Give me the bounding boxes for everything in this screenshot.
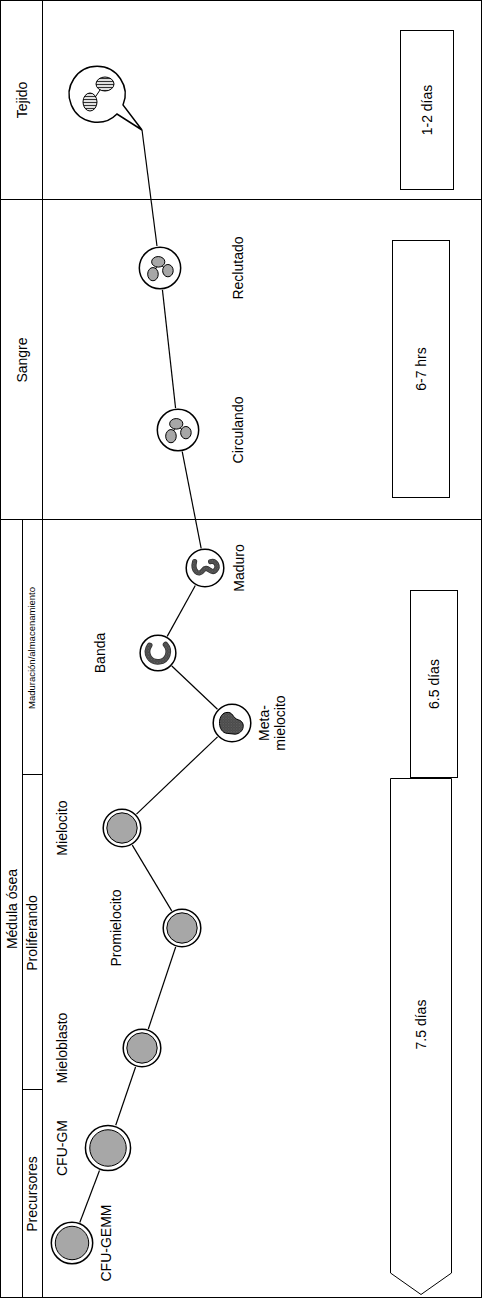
table-header: Precursores — [25, 1156, 39, 1231]
lineage-line — [182, 452, 201, 549]
table-header: Maduración/almacenamiento — [27, 587, 37, 709]
duration-text: 1-2 días — [419, 85, 435, 136]
duration-text: 6-7 hrs — [413, 347, 429, 391]
cell-node: CFU-GM — [84, 1124, 132, 1172]
cell-label: CFU-GEMM — [98, 1205, 114, 1282]
cell-shape — [84, 1124, 132, 1172]
cell-label: Maduro — [231, 544, 247, 591]
cell-node: Circulando — [156, 408, 200, 452]
duration-text: 7.5 días — [413, 1000, 429, 1050]
cell-shape — [138, 246, 182, 290]
cell-node: Mieloblasto — [122, 1028, 162, 1068]
cell-node: Mielocito — [102, 808, 142, 848]
table-header: Sangre — [15, 337, 29, 382]
cell-node: CFU-GEMM — [50, 1221, 94, 1265]
cell-label: Meta- mielocito — [256, 690, 288, 756]
cell-node: Reclutado — [138, 246, 182, 290]
cell-shape — [102, 808, 142, 848]
lineage-line — [162, 290, 175, 408]
duration-arrow: 7.5 días — [390, 778, 452, 1295]
lineage-line — [132, 845, 171, 911]
lineage-line — [80, 1170, 100, 1222]
lineage-line — [148, 947, 175, 1029]
cell-shape — [162, 908, 202, 948]
cell-shape — [185, 548, 225, 588]
table-header: Médula ósea — [5, 869, 19, 949]
cell-label: CFU-GM — [54, 1120, 70, 1176]
cell-label: Mielocito — [54, 800, 70, 855]
cell-node: Meta- mielocito — [212, 703, 252, 743]
cell-shape — [139, 634, 177, 672]
cell-shape — [212, 703, 252, 743]
duration-box: 1-2 días — [400, 30, 454, 190]
duration-box: 6-7 hrs — [392, 240, 450, 498]
cell-label: Circulando — [230, 397, 246, 464]
duration-text: 6.5 días — [426, 659, 442, 709]
cell-shape — [122, 1028, 162, 1068]
cell-label: Mieloblasto — [54, 1013, 70, 1084]
lineage-line — [172, 666, 218, 709]
cell-shape — [156, 408, 200, 452]
lineage-line — [167, 586, 195, 637]
cell-shape — [50, 1221, 94, 1265]
table-header: Proliferando — [25, 895, 39, 971]
lineage-line — [136, 737, 217, 814]
lineage-line — [116, 1067, 136, 1125]
duration-box: 6.5 días — [410, 590, 458, 778]
cell-label: Banda — [92, 633, 108, 673]
cell-node: Maduro — [185, 548, 225, 588]
tissue-cell — [69, 66, 157, 246]
cell-node: Banda — [139, 634, 177, 672]
cell-label: Promielocito — [108, 889, 124, 966]
cell-label: Reclutado — [230, 236, 246, 299]
table-header: Tejido — [15, 82, 29, 119]
cell-node: Promielocito — [162, 908, 202, 948]
